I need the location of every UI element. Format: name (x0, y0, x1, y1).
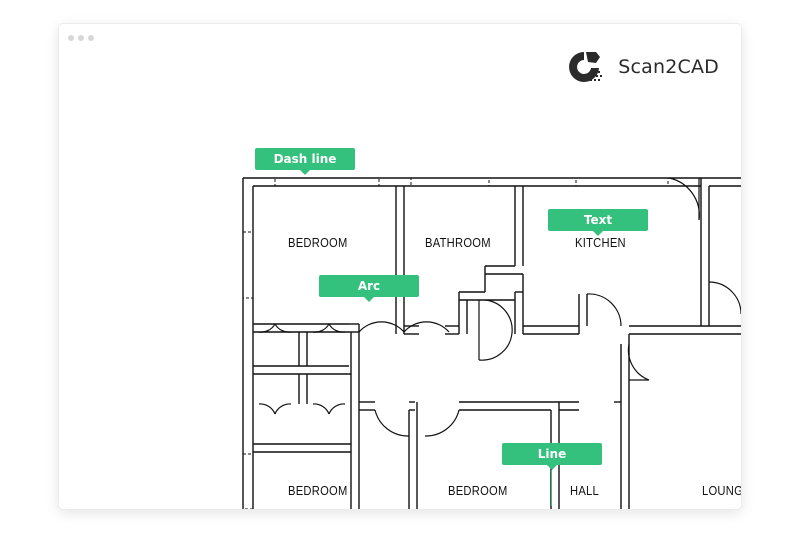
callout-line: Line (502, 443, 602, 470)
window-dot-icon[interactable] (68, 35, 74, 41)
callout-dash-line: Dash line (255, 148, 355, 175)
brand-name: Scan2CAD (618, 56, 719, 78)
callout-text: Text (548, 209, 648, 236)
room-label-kitchen: KITCHEN (575, 235, 626, 250)
app-window: Scan2CAD (59, 24, 741, 509)
window-dash-lines (242, 177, 669, 509)
floor-plan (242, 177, 741, 509)
room-label-lounge: LOUNGE (702, 483, 741, 498)
outer-wall (242, 177, 741, 509)
room-label-bedroom-bottom-left: BEDROOM (288, 483, 348, 498)
room-label-bedroom-bottom-mid: BEDROOM (448, 483, 508, 498)
window-dot-icon[interactable] (78, 35, 84, 41)
callout-arc: Arc (319, 275, 419, 302)
room-label-bathroom: BATHROOM (425, 235, 491, 250)
interior-walls (253, 178, 741, 509)
window-controls (68, 35, 94, 41)
window-dot-icon[interactable] (88, 35, 94, 41)
callout-line-pointer (551, 470, 552, 506)
door-arcs (258, 177, 741, 437)
scan2cad-logo-icon (569, 52, 603, 82)
room-label-hall: HALL (570, 483, 600, 498)
brand: Scan2CAD (566, 49, 719, 85)
room-label-bedroom-top: BEDROOM (288, 235, 348, 250)
